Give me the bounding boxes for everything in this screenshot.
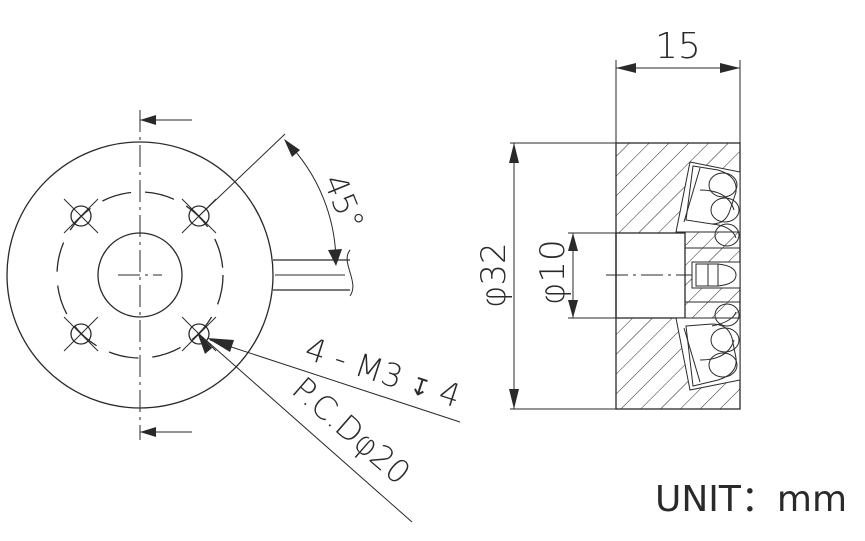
shaft-stub bbox=[273, 249, 354, 297]
width-dimension bbox=[615, 60, 741, 143]
unit-label: UNIT：mm bbox=[655, 479, 848, 520]
outer-diameter-dimension bbox=[509, 142, 616, 410]
side-view: 15 φ32 φ10 bbox=[474, 26, 741, 410]
depth-symbol: ↧ bbox=[406, 371, 434, 404]
depth-value: 4 bbox=[434, 373, 465, 415]
front-view: 45° 4 - M3 ↧ 4 P.C.Dφ20 bbox=[6, 110, 465, 523]
screw-pocket-middle bbox=[691, 261, 741, 289]
outer-diameter-label: φ32 bbox=[474, 242, 514, 308]
screw-pocket-lower bbox=[675, 311, 741, 391]
inner-diameter-dimension bbox=[568, 232, 616, 319]
angle-label: 45° bbox=[316, 169, 372, 236]
screw-stack-lower bbox=[708, 303, 740, 378]
section-arrow-bottom bbox=[140, 427, 192, 437]
inner-diameter-label: φ10 bbox=[533, 239, 573, 305]
pcd-circle bbox=[56, 191, 224, 359]
angle-dimension bbox=[198, 133, 345, 276]
mounting-hole bbox=[63, 198, 99, 234]
width-label: 15 bbox=[655, 26, 701, 67]
screw-stack-upper bbox=[708, 172, 740, 247]
thread-leader bbox=[207, 338, 461, 423]
section-arrow-top bbox=[140, 115, 192, 125]
pcd-leader bbox=[197, 332, 413, 523]
mounting-hole bbox=[63, 316, 99, 352]
